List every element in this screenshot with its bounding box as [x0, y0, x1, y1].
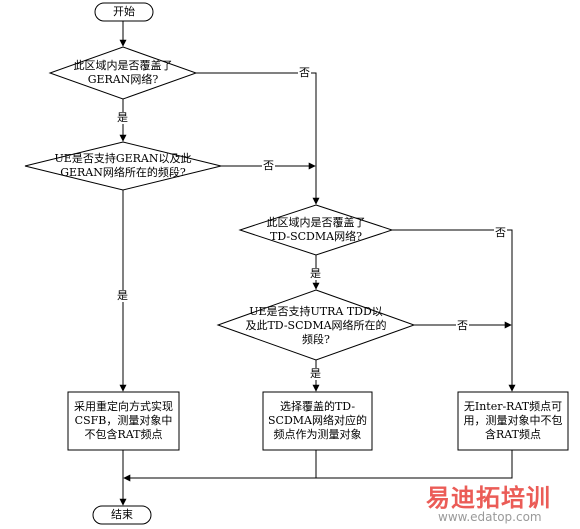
edge-p2-merge	[123, 450, 317, 482]
process-no-interrat	[457, 391, 569, 451]
d1-yes-label: 是	[116, 111, 129, 124]
start-terminator	[94, 2, 154, 22]
start-label: 开始	[113, 5, 135, 18]
d4-no-label: 否	[456, 319, 469, 332]
end-label: 结束	[111, 508, 133, 521]
d3-no-label: 否	[494, 226, 507, 239]
process-select-tdscdma	[262, 391, 373, 451]
d3-label: 此区域内是否覆盖了 TD-SCDMA网络?	[266, 216, 366, 243]
d2-yes-label: 是	[116, 289, 129, 302]
end-terminator	[92, 505, 152, 525]
d3-yes-label: 是	[309, 267, 322, 280]
p1-label: 采用重定向方式实现 CSFB，测量对象中 不包含RAT频点	[74, 400, 173, 441]
edge-d3-no	[392, 229, 516, 392]
edge-p3-merge	[316, 450, 513, 479]
d1-no-label: 否	[298, 66, 311, 79]
watermark-brand: 易迪拓培训	[426, 484, 551, 512]
watermark-url: www.edatop.com	[438, 510, 542, 524]
d2-no-label: 否	[262, 159, 275, 172]
p2-label: 选择覆盖的TD- SCDMA网络对应的 频点作为测量对象	[268, 400, 367, 441]
d4-yes-label: 是	[309, 367, 322, 380]
d4-label: UE是否支持UTRA TDD以 及此TD-SCDMA网络所在的 频段?	[245, 305, 387, 346]
process-redirect-csfb	[67, 391, 180, 451]
edge-d1-no	[196, 72, 320, 205]
p3-label: 无Inter-RAT频点可 用，测量对象中不包 含RAT频点	[463, 400, 563, 441]
d1-label: 此区域内是否覆盖了 GERAN网络?	[73, 59, 173, 86]
d2-label: UE是否支持GERAN以及此 GERAN网络所在的频段?	[54, 152, 192, 179]
